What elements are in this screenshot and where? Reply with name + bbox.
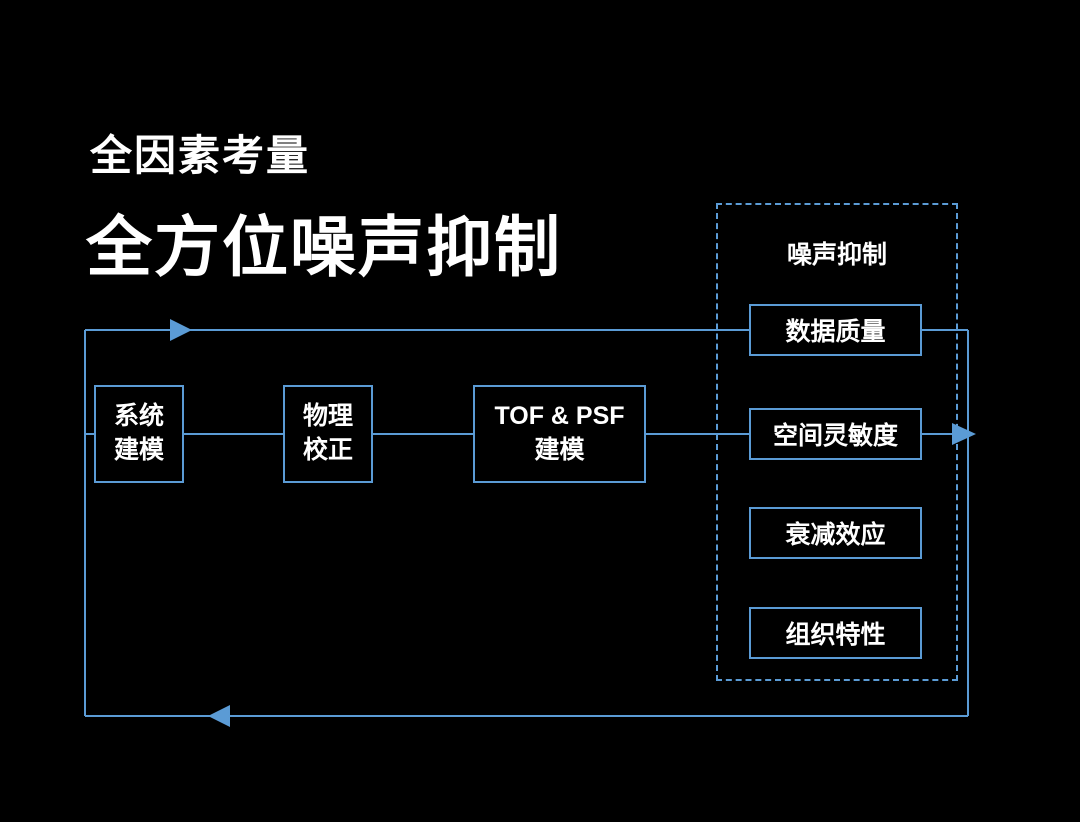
- pipeline-box-tof-psf-modeling: TOF & PSF 建模: [473, 385, 646, 483]
- pipeline-box-physical-correction: 物理 校正: [283, 385, 373, 483]
- pipeline-box-label-line: 校正: [302, 436, 353, 464]
- arrow-left-icon: [208, 705, 230, 727]
- slide-subtitle: 全因素考量: [90, 132, 311, 179]
- pipeline-box-label-line: 物理: [302, 402, 353, 431]
- pipeline-box-label-line: 建模: [113, 436, 164, 464]
- factor-box-spatial-sensitivity: 空间灵敏度: [749, 408, 922, 460]
- arrow-right-icon: [170, 319, 192, 341]
- arrow-right-icon: [952, 423, 976, 445]
- factor-box-attenuation-effect: 衰减效应: [749, 507, 922, 559]
- noise-suppression-group-label: 噪声抑制: [786, 241, 887, 269]
- factor-box-tissue-properties: 组织特性: [749, 607, 922, 659]
- noise-suppression-group: 噪声抑制: [716, 203, 958, 681]
- pipeline-box-label-line: TOF & PSF: [494, 402, 625, 431]
- slide-title: 全方位噪声抑制: [86, 210, 562, 284]
- factor-box-data-quality: 数据质量: [749, 304, 922, 356]
- pipeline-box-label-line: 系统: [113, 402, 164, 431]
- pipeline-box-label-line: 建模: [534, 436, 585, 464]
- pipeline-box-system-modeling: 系统 建模: [94, 385, 184, 483]
